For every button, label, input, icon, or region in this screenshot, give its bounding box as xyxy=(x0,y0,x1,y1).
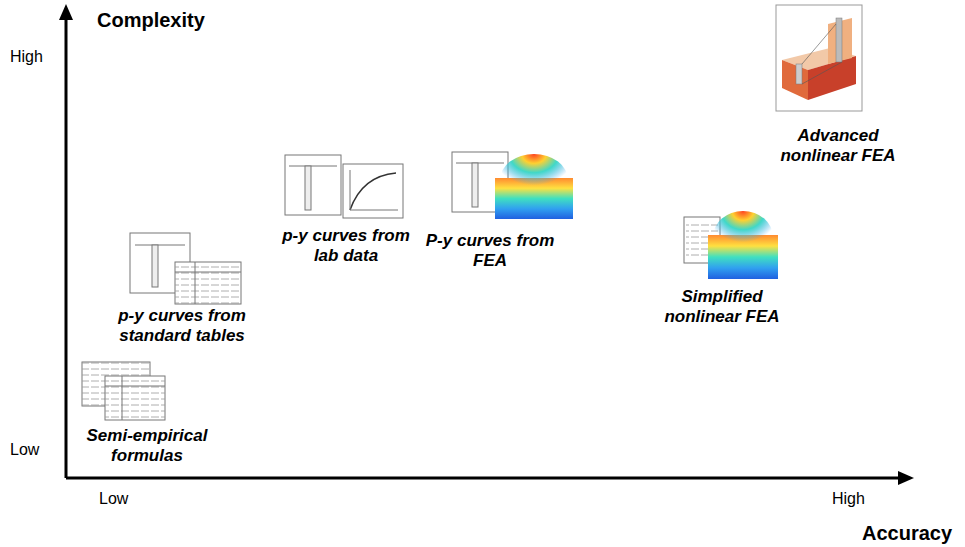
axis-title: Complexity xyxy=(97,8,205,32)
method-caption: p-y curves from lab data xyxy=(281,226,411,267)
axis-title: Accuracy xyxy=(862,521,952,545)
tick-label: Low xyxy=(99,489,128,508)
tick-label: Low xyxy=(10,440,39,459)
tick-label: High xyxy=(832,489,865,508)
advanced-fea-icon xyxy=(776,5,862,111)
pile-sketch xyxy=(130,233,241,304)
method-caption: p-y curves from standard tables xyxy=(102,306,262,347)
method-caption: Advanced nonlinear FEA xyxy=(763,126,913,167)
simplified-fea-icon xyxy=(684,211,778,279)
lab-curve-icon xyxy=(285,155,403,218)
table-icon xyxy=(82,362,165,420)
fea-curve-icon xyxy=(452,152,573,219)
axes xyxy=(59,4,914,485)
method-caption: P-y curves from FEA xyxy=(425,231,555,272)
method-caption: Simplified nonlinear FEA xyxy=(647,287,797,328)
tick-label: High xyxy=(10,47,43,66)
method-caption: Semi-empirical formulas xyxy=(67,426,227,467)
